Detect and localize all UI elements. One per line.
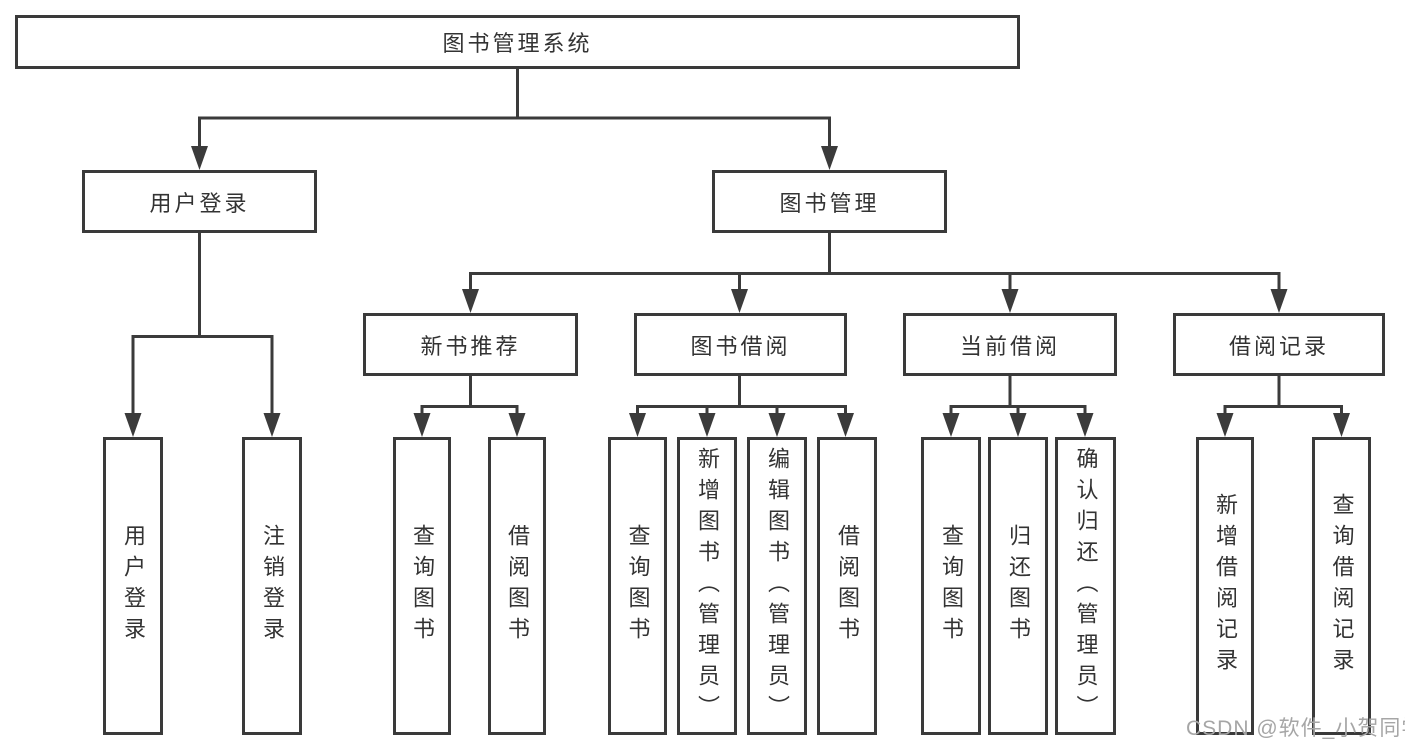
leaf-return-books: 归还图书 <box>988 437 1048 735</box>
leaf-query-books-recommend-label: 查询图书 <box>410 524 435 648</box>
leaf-edit-books-admin-label: 编辑图书（管理员） <box>765 446 790 726</box>
node-root: 图书管理系统 <box>15 15 1020 69</box>
node-new-book-recommend: 新书推荐 <box>363 313 578 376</box>
leaf-borrow-books-recommend: 借阅图书 <box>488 437 546 735</box>
leaf-add-borrow-record: 新增借阅记录 <box>1196 437 1254 735</box>
leaf-add-books-admin-label: 新增图书（管理员） <box>695 446 720 726</box>
node-book-management-label: 图书管理 <box>779 190 880 216</box>
leaf-confirm-return-admin: 确认归还（管理员） <box>1055 437 1116 735</box>
node-user-login: 用户登录 <box>82 170 317 233</box>
node-current-borrowing: 当前借阅 <box>903 313 1117 376</box>
leaf-query-books-borrowing: 查询图书 <box>608 437 667 735</box>
connector-book-mgmt <box>469 233 1281 291</box>
leaf-borrow-books-recommend-label: 借阅图书 <box>505 524 530 648</box>
csdn-watermark: CSDN @软件_小贺同学 <box>1186 717 1405 740</box>
leaf-return-books-label: 归还图书 <box>1006 524 1031 648</box>
node-current-borrowing-label: 当前借阅 <box>959 333 1060 359</box>
connector-current-borrow <box>949 376 1087 415</box>
node-book-management: 图书管理 <box>712 170 947 233</box>
leaf-logout: 注销登录 <box>242 437 302 735</box>
leaf-query-books-borrowing-label: 查询图书 <box>625 524 651 648</box>
leaf-query-borrow-record-label: 查询借阅记录 <box>1329 493 1355 679</box>
node-new-book-recommend-label: 新书推荐 <box>420 333 521 359</box>
connector-root <box>198 69 831 148</box>
node-book-borrowing: 图书借阅 <box>634 313 847 376</box>
leaf-confirm-return-admin-label: 确认归还（管理员） <box>1073 446 1099 726</box>
node-borrow-records-label: 借阅记录 <box>1228 333 1329 359</box>
leaf-query-borrow-record: 查询借阅记录 <box>1312 437 1371 735</box>
connector-book-borrow <box>636 376 847 415</box>
node-root-label: 图书管理系统 <box>442 31 593 56</box>
leaf-borrow-books-label: 借阅图书 <box>835 524 860 648</box>
node-user-login-label: 用户登录 <box>149 190 250 216</box>
node-book-borrowing-label: 图书借阅 <box>690 333 791 359</box>
node-borrow-records: 借阅记录 <box>1173 313 1385 376</box>
connector-borrow-record <box>1223 376 1343 415</box>
leaf-user-login-label: 用户登录 <box>121 524 146 648</box>
leaf-add-books-admin: 新增图书（管理员） <box>677 437 737 735</box>
connector-user-login <box>131 233 274 415</box>
leaf-user-login: 用户登录 <box>103 437 163 735</box>
leaf-query-books-current-label: 查询图书 <box>939 524 964 648</box>
leaf-add-borrow-record-label: 新增借阅记录 <box>1213 493 1238 679</box>
leaf-edit-books-admin: 编辑图书（管理员） <box>747 437 807 735</box>
leaf-query-books-current: 查询图书 <box>921 437 981 735</box>
leaf-borrow-books: 借阅图书 <box>817 437 877 735</box>
connector-new-book <box>420 376 519 415</box>
leaf-logout-label: 注销登录 <box>260 524 285 648</box>
leaf-query-books-recommend: 查询图书 <box>393 437 451 735</box>
